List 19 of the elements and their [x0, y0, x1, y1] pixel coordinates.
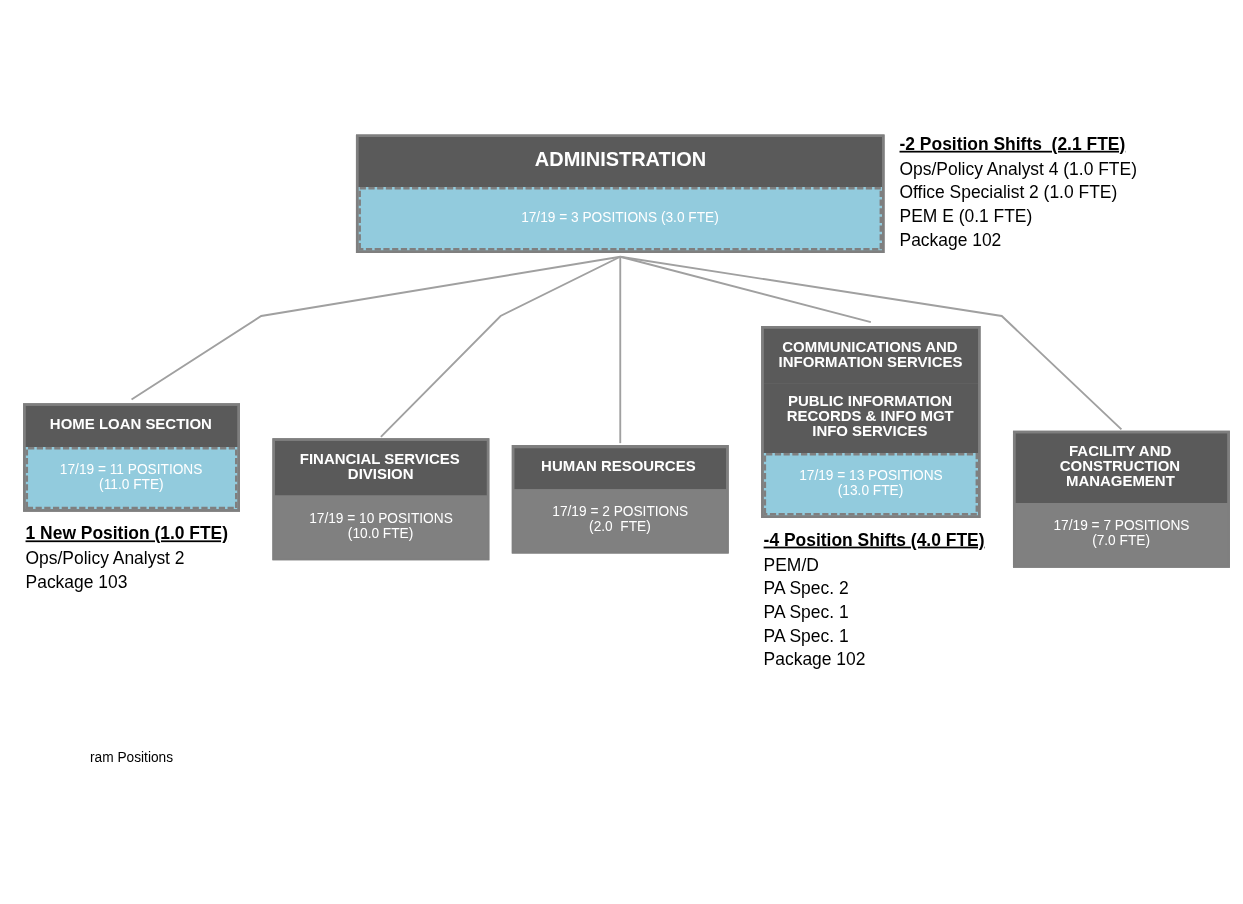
connector	[619, 255, 1123, 430]
label: ram Positions	[90, 749, 174, 765]
node-label: PA Spec. 1	[763, 601, 849, 622]
node-label: 1 New Position (1.0 FTE)	[25, 522, 229, 543]
connector	[130, 255, 622, 400]
connector	[619, 255, 622, 444]
node-label: Office Specialist 2 (1.0 FTE)	[899, 181, 1118, 202]
node-label: PEM E (0.1 FTE)	[899, 205, 1033, 226]
node-label: -2 Position Shifts (2.1 FTE)	[899, 133, 1126, 154]
node-label: Package 102	[899, 229, 1002, 250]
connector	[379, 255, 622, 438]
node-label: Ops/Policy Analyst 2	[25, 547, 185, 568]
node-label: PEM/D	[763, 554, 819, 575]
node-label: Package 102	[763, 648, 866, 669]
node-label: Ops/Policy Analyst 4 (1.0 FTE)	[899, 158, 1137, 179]
node-label: PA Spec. 2	[763, 577, 849, 598]
node-label: PA Spec. 1	[763, 625, 849, 646]
node-label: -4 Position Shifts (4.0 FTE)	[763, 529, 985, 550]
node-label: Package 103	[25, 571, 128, 592]
